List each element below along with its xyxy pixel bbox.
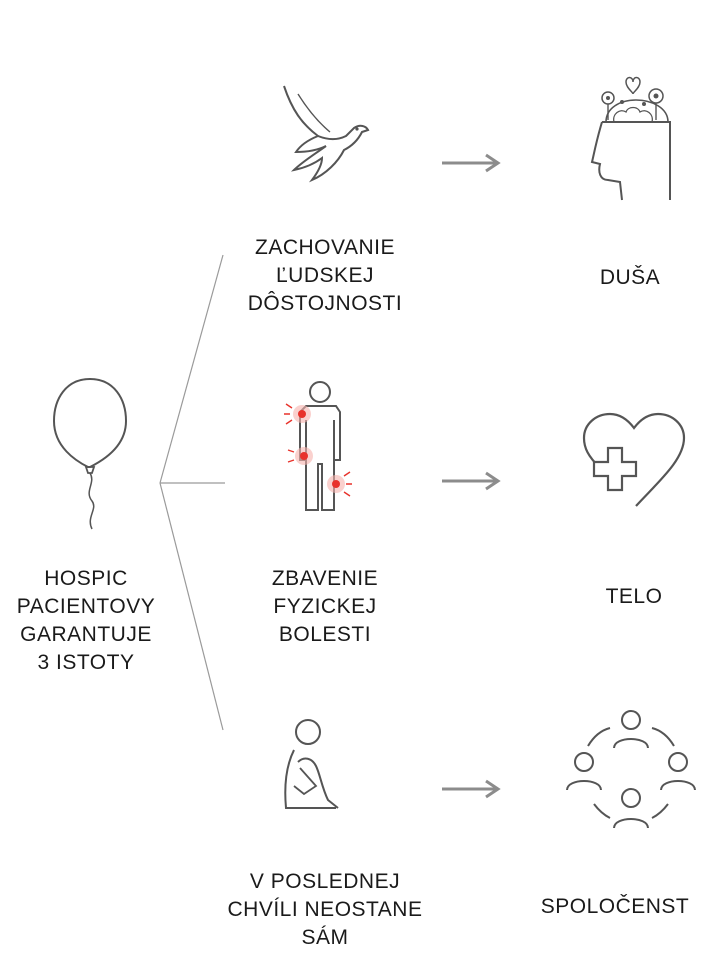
- arrow-right-icon: [442, 471, 501, 491]
- guarantee-label-2: ZBAVENIE FYZICKEJ BOLESTI: [271, 567, 379, 646]
- connector-bottom: [159, 482, 224, 731]
- root-label: HOSPIC PACIENTOVY GARANTUJE 3 ISTOTY: [16, 567, 156, 674]
- connector-top: [159, 254, 224, 484]
- guarantee-label-1: ZACHOVANIE ĽUDSKEJ DÔSTOJNOSTI: [247, 236, 403, 315]
- arrow-right-icon: [442, 779, 501, 799]
- aspect-label-1: DUŠA: [599, 266, 661, 289]
- guarantee-label-3: V POSLEDNEJ CHVÍLI NEOSTANE SÁM: [227, 870, 423, 949]
- community-circle-icon: [566, 710, 696, 829]
- sitting-person-icon: [284, 719, 339, 809]
- body-pain-points-icon: [284, 381, 352, 511]
- balloon-icon: [52, 377, 128, 530]
- aspect-label-2: TELO: [605, 585, 663, 608]
- aspect-label-3: SPOLOČENST: [540, 895, 690, 918]
- heart-with-cross-icon: [582, 412, 686, 507]
- arrow-right-icon: [442, 153, 501, 173]
- dove-icon: [283, 85, 370, 183]
- head-with-flowers-icon: [590, 76, 671, 201]
